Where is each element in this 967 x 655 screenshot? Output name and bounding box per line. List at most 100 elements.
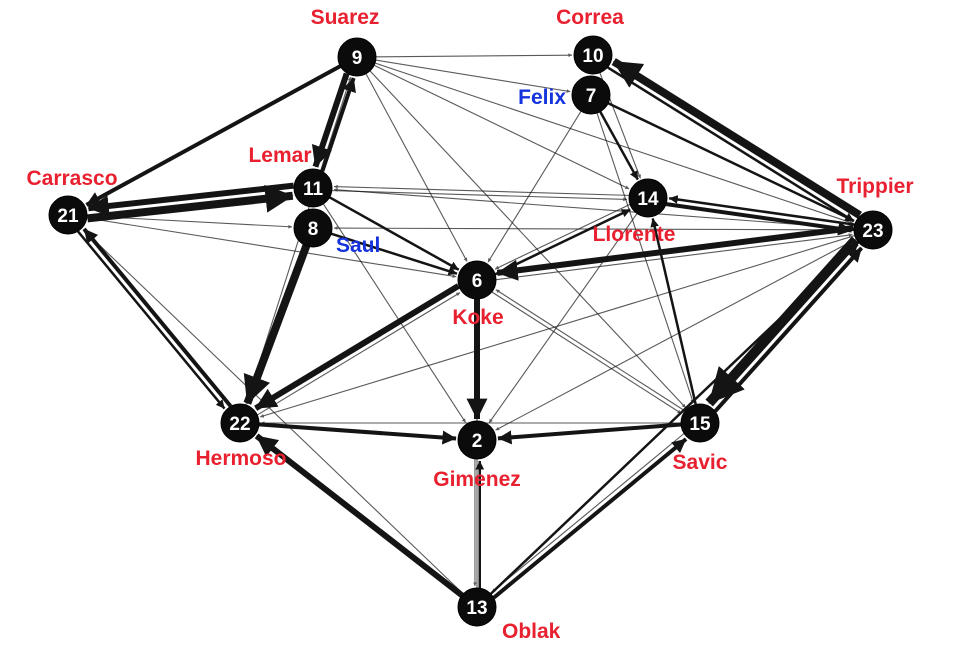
edge-13-22 (254, 433, 464, 598)
node-circle (293, 208, 333, 248)
edge-9-6 (365, 73, 468, 262)
node-suarez[interactable]: 9 (337, 37, 377, 77)
node-correa[interactable]: 10 (573, 35, 613, 75)
node-label-saul: Saul (336, 234, 380, 257)
edge-11-9 (320, 77, 356, 172)
edge-9-21 (85, 64, 342, 207)
node-circle (457, 420, 497, 460)
node-number: 15 (689, 414, 711, 435)
node-label-lemar: Lemar (248, 144, 311, 167)
edge-23-11 (333, 187, 855, 230)
edge-23-22 (259, 235, 855, 418)
node-saul[interactable]: 8 (293, 208, 333, 248)
node-number: 9 (352, 48, 363, 69)
edge-11-21 (87, 182, 294, 217)
edge-13-21 (82, 229, 464, 595)
edge-14-6 (494, 203, 631, 270)
edge-23-14 (668, 195, 855, 226)
edge-15-6 (495, 289, 686, 412)
edge-9-11 (311, 72, 350, 168)
node-circle (337, 37, 377, 77)
edge-15-2 (497, 422, 682, 445)
edge-10-23 (606, 66, 855, 223)
edge-23-15 (705, 236, 860, 407)
edge-22-6 (257, 292, 461, 416)
node-number: 23 (862, 221, 883, 242)
node-label-carrasco: Carrasco (26, 167, 117, 190)
node-circle (571, 75, 611, 115)
edge-6-14 (494, 208, 631, 276)
edge-9-15 (369, 70, 687, 409)
edge-15-23 (713, 246, 864, 413)
node-number: 21 (57, 206, 79, 227)
node-carrasco[interactable]: 21 (48, 195, 88, 235)
node-lemar[interactable]: 11 (293, 168, 333, 208)
edge-21-22 (77, 230, 226, 410)
node-label-felix: Felix (518, 86, 566, 109)
node-number: 14 (637, 189, 659, 210)
node-number: 6 (472, 271, 483, 292)
edge-11-2 (322, 203, 467, 423)
node-circle (853, 210, 893, 250)
node-gimenez[interactable]: 2 (457, 420, 497, 460)
node-label-suarez: Suarez (311, 6, 380, 29)
edge-14-2 (488, 213, 638, 424)
edge-14-11 (333, 184, 630, 196)
edge-8-6 (330, 232, 458, 276)
edge-13-15 (492, 437, 688, 600)
edge-22-21 (82, 227, 233, 408)
edge-22-2 (258, 422, 457, 445)
edge-8-22 (243, 244, 311, 405)
edge-15-13 (491, 433, 685, 593)
node-circle (457, 260, 497, 300)
edge-23-8 (333, 226, 855, 231)
edge-9-7 (375, 59, 571, 93)
node-circle (48, 195, 88, 235)
node-label-correa: Correa (556, 6, 624, 29)
edge-9-23 (374, 62, 854, 224)
edge-7-23 (607, 102, 855, 223)
node-circle (680, 403, 720, 443)
edge-6-22 (254, 283, 460, 411)
node-circle (457, 587, 497, 627)
node-label-savic: Savic (673, 451, 728, 474)
node-llorente[interactable]: 14 (628, 178, 668, 218)
node-label-llorente: Llorente (593, 223, 676, 246)
edge-23-2 (495, 238, 857, 431)
node-label-koke: Koke (452, 306, 503, 329)
edge-11-14 (331, 190, 628, 202)
node-koke[interactable]: 6 (457, 260, 497, 300)
edge-6-23 (496, 233, 853, 281)
node-label-gimenez: Gimenez (433, 468, 521, 491)
node-number: 2 (472, 431, 483, 452)
edge-9-14 (373, 64, 630, 190)
edge-22-9 (245, 76, 352, 406)
node-savic[interactable]: 15 (680, 403, 720, 443)
node-number: 10 (582, 46, 603, 67)
edge-7-15 (596, 112, 695, 404)
node-label-trippier: Trippier (836, 175, 913, 198)
node-felix[interactable]: 7 (571, 75, 611, 115)
node-oblak[interactable]: 13 (457, 587, 497, 627)
node-circle (628, 178, 668, 218)
edge-9-10 (375, 53, 573, 58)
edge-13-23 (489, 243, 859, 595)
node-label-oblak: Oblak (502, 620, 561, 643)
node-circle (573, 35, 613, 75)
edge-21-6 (86, 217, 457, 279)
node-number: 22 (229, 414, 250, 435)
edge-7-6 (487, 110, 582, 263)
edge-7-14 (599, 111, 639, 181)
node-trippier[interactable]: 23 (853, 210, 893, 250)
node-number: 11 (303, 179, 324, 200)
edge-6-15 (491, 291, 682, 414)
node-number: 8 (308, 219, 319, 240)
node-hermoso[interactable]: 22 (220, 403, 260, 443)
edge-15-14 (650, 218, 697, 405)
edge-11-6 (328, 196, 460, 271)
edge-21-11 (87, 184, 294, 223)
